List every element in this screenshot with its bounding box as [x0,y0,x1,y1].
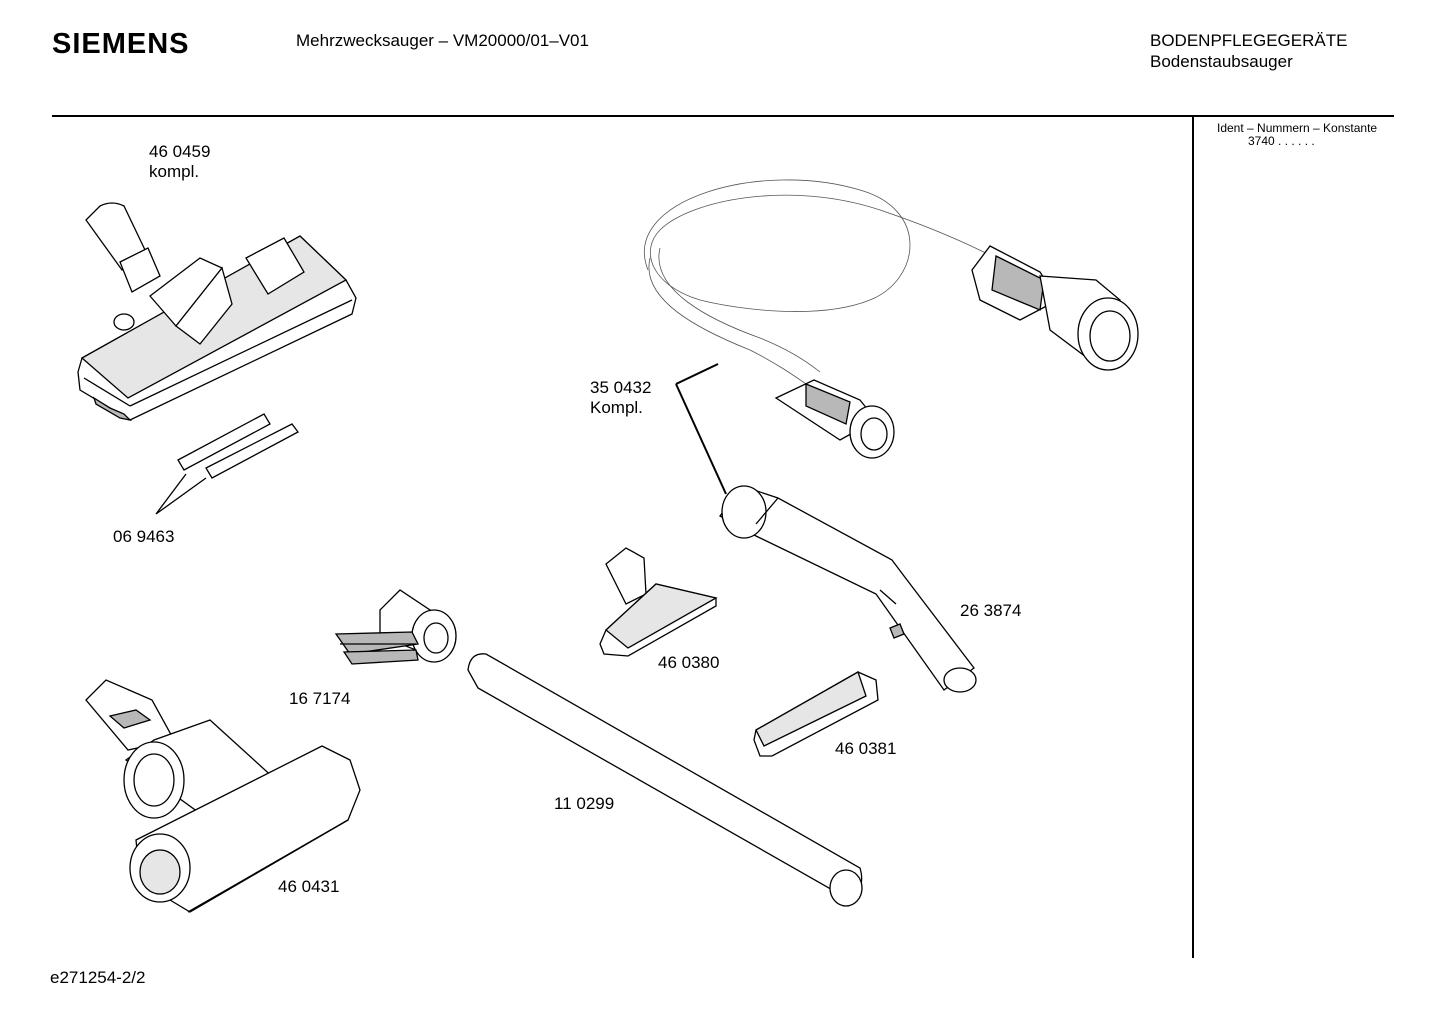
crevice-nozzle-drawing [753,671,879,757]
document-id: e271254-2/2 [50,968,146,987]
hose-drawing [644,179,1139,495]
model-title: Mehrzwecksauger – VM20000/01–V01 [296,31,589,50]
part-number-46-0380: 46 0380 [658,653,720,672]
part-number-26-3874: 26 3874 [960,601,1022,620]
floor-nozzle-drawing [77,202,357,422]
handle-tube-drawing [719,485,977,693]
part-number-06-9463: 06 9463 [113,527,175,546]
part-number-46-0431: 46 0431 [278,877,340,896]
extension-tube-drawing [467,653,863,907]
strips-drawing [155,413,299,515]
part-number-35-0432: 35 0432 [590,378,652,397]
part-number-16-7174: 16 7174 [289,689,351,708]
part-note-35-0432: Kompl. [590,398,643,417]
brand-logo: SIEMENS [52,28,190,60]
turbo-brush-drawing [85,679,361,913]
category-title: BODENPFLEGEGERÄTE [1150,31,1348,50]
ident-heading: Ident – Nummern – Konstante [1217,121,1378,135]
part-number-46-0459: 46 0459 [149,142,211,161]
part-number-11-0299: 11 0299 [554,794,615,813]
part-note-46-0459: kompl. [149,162,200,181]
ident-value: 3740 . . . . . . [1248,134,1315,148]
brush-adapter-drawing [334,589,457,665]
category-subtitle: Bodenstaubsauger [1150,52,1293,71]
upholstery-nozzle-drawing [599,547,718,657]
part-number-46-0381: 46 0381 [835,739,897,758]
